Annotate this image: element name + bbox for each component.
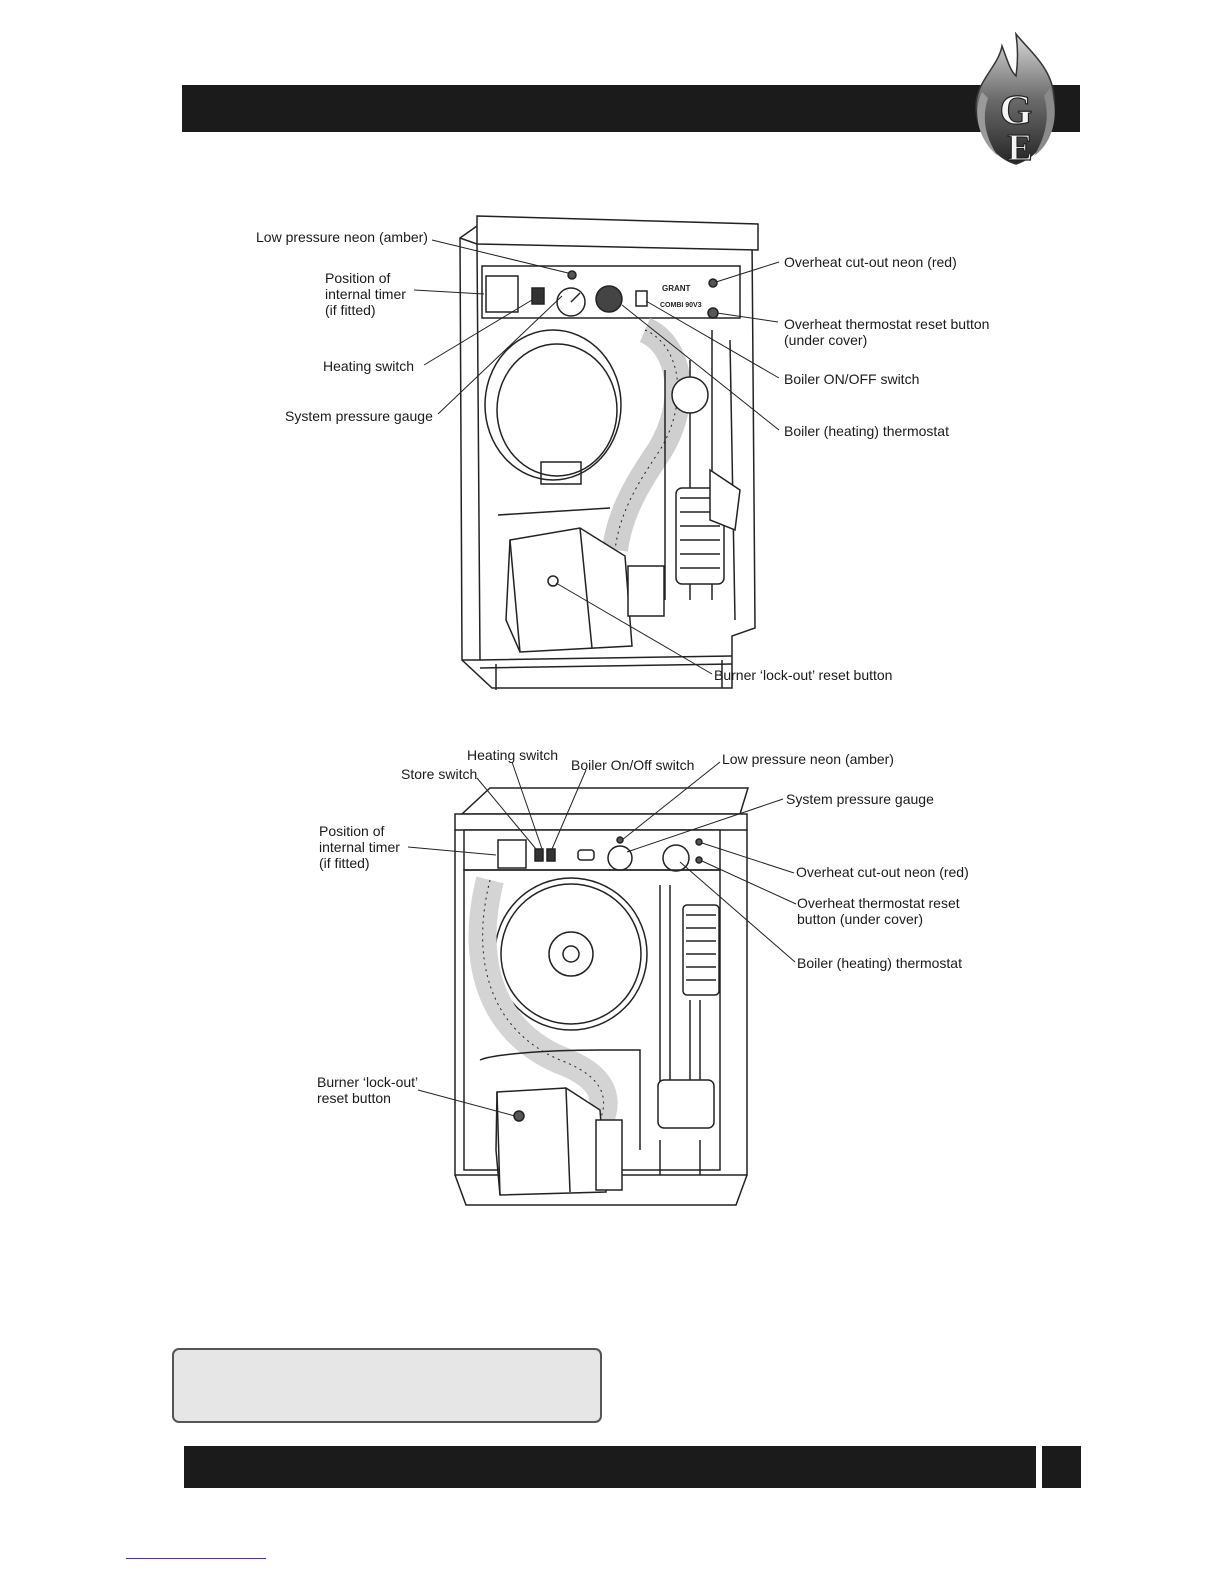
fig1-on-off-switch [635, 290, 648, 307]
fig1-label-on-off-switch: Boiler ON/OFF switch [784, 371, 920, 387]
fig1-timer-position [485, 275, 519, 313]
fig2-timer-position [497, 839, 527, 869]
fig1-heating-switch [531, 287, 545, 305]
header-bar [182, 85, 1080, 132]
fig2-label-boiler-thermostat: Boiler (heating) thermostat [797, 955, 962, 971]
fig2-label-pressure-gauge: System pressure gauge [786, 791, 934, 807]
logo-letter-g: G [1000, 88, 1033, 134]
figure2-leader-lines [407, 761, 797, 1117]
fig2-label-on-off-switch: Boiler On/Off switch [571, 757, 695, 773]
fig1-low-pressure-neon [567, 270, 577, 280]
fig1-badge-model: COMBI 90V3 [660, 302, 702, 309]
fig1-label-boiler-thermostat: Boiler (heating) thermostat [784, 423, 949, 439]
footer-bar [184, 1446, 1036, 1488]
fig1-label-internal-timer: Position of internal timer (if fitted) [325, 270, 406, 318]
fig2-label-heating-switch: Heating switch [467, 747, 559, 763]
fig2-pressure-gauge [607, 845, 633, 871]
fig2-heating-on-off-switch [546, 848, 556, 862]
fig2-label-overheat-reset: Overheat thermostat reset button (under … [797, 895, 960, 927]
fig1-burner-reset [547, 575, 559, 587]
figure2-boiler-drawing [454, 787, 750, 1206]
note-box [172, 1348, 602, 1423]
logo-letter-e: E [1007, 127, 1032, 166]
fig1-badge-name: GRANT [662, 284, 691, 293]
fig2-store-switch [534, 848, 544, 862]
fig1-label-overheat-reset: Overheat thermostat reset button (under … [784, 316, 990, 348]
fig2-boiler-thermostat [662, 844, 690, 872]
fig1-label-heating-switch: Heating switch [323, 358, 415, 374]
fig1-label-pressure-gauge: System pressure gauge [285, 408, 433, 424]
fig2-label-internal-timer: Position of internal timer (if fitted) [319, 823, 400, 871]
fig2-label-overheat-neon: Overheat cut-out neon (red) [796, 864, 969, 880]
fig2-overheat-neon [695, 838, 703, 846]
link-underline [126, 1558, 266, 1559]
fig1-label-overheat-neon: Overheat cut-out neon (red) [784, 254, 957, 270]
fig1-overheat-reset [707, 307, 719, 319]
fig2-overheat-reset [695, 856, 703, 864]
fig2-label-burner-reset: Burner ‘lock-out’ reset button [317, 1074, 419, 1106]
fig1-overheat-neon [708, 278, 718, 288]
figure1-leader-lines [413, 239, 780, 675]
flame-logo-icon: G E [975, 32, 1056, 166]
fig2-label-low-pressure-neon: Low pressure neon (amber) [722, 751, 894, 767]
fig1-boiler-thermostat [595, 285, 623, 313]
fig2-burner-reset [513, 1110, 525, 1122]
figure1-boiler-drawing: GRANT COMBI 90V3 [459, 215, 759, 690]
fig1-label-burner-reset: Burner ‘lock-out’ reset button [714, 667, 893, 683]
fig2-low-pressure-neon [616, 836, 624, 844]
fig2-label-store-switch: Store switch [401, 766, 478, 782]
page-number-box [1042, 1446, 1081, 1488]
fig1-label-low-pressure-neon: Low pressure neon (amber) [256, 229, 428, 245]
